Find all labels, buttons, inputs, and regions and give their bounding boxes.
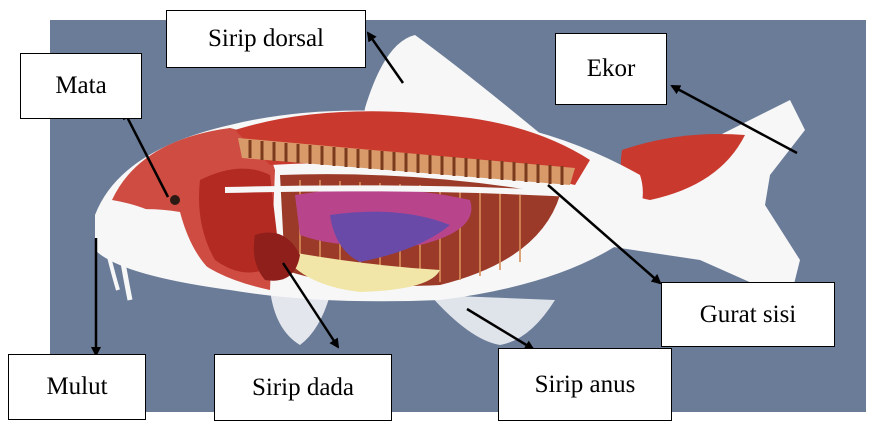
label-sirip-dada: Sirip dada: [214, 354, 392, 421]
anal-fin: [430, 295, 555, 345]
label-sirip-dorsal: Sirip dorsal: [166, 10, 366, 68]
label-ekor: Ekor: [555, 33, 667, 105]
label-mulut: Mulut: [8, 354, 146, 420]
eye: [170, 195, 180, 205]
label-gurat-sisi: Gurat sisi: [661, 282, 835, 347]
label-mata: Mata: [20, 53, 142, 119]
label-sirip-anus: Sirip anus: [498, 348, 672, 421]
